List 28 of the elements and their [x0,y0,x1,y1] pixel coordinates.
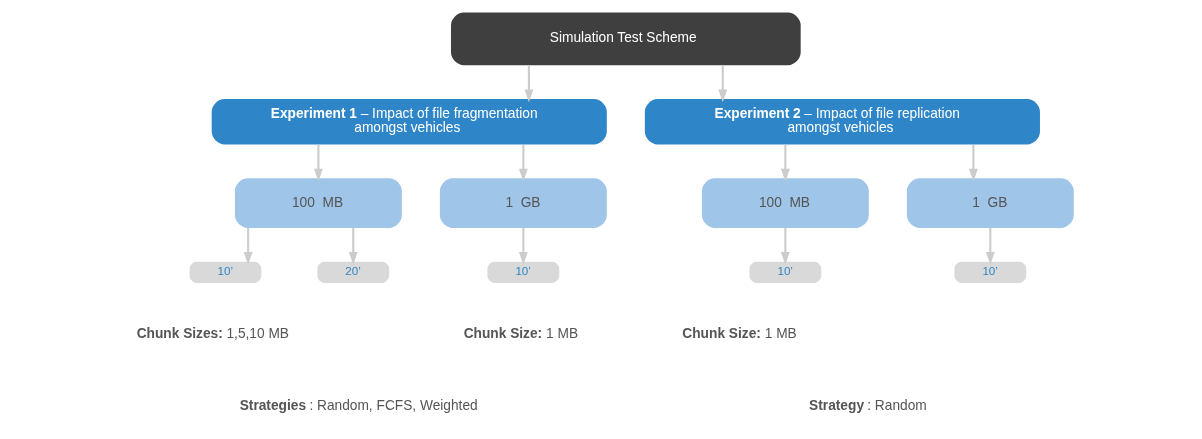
arrow [518,144,528,182]
label: Strategy: Random [809,398,927,414]
arrow [780,228,790,265]
node-box: 10’ [954,261,1027,283]
arrow [985,228,995,265]
arrow [718,65,728,103]
arrow [518,228,528,265]
node-box: 1 GB [439,178,607,228]
node-box: 20’ [317,261,390,283]
node-box: Experiment 1 – Impact of file fragmentation amongst vehicles [211,99,607,145]
node-box: 10’ [189,261,262,283]
node-box: 100 MB [701,178,869,228]
node-box: 100 MB [234,178,402,228]
arrow [968,144,978,182]
label: Strategies: Random, FCFS, Weighted [239,398,478,414]
label: Chunk Size: 1 MB [682,326,797,342]
label: Chunk Sizes: 1,5,10 MB [136,326,290,342]
node-box: Experiment 2 – Impact of file replication amongst vehicles [644,99,1040,145]
arrow [524,65,534,103]
node-box: Simulation Test Scheme [451,12,801,66]
label: Chunk Size: 1 MB [463,326,579,342]
node-box: 1 GB [906,178,1074,228]
arrow [780,144,790,182]
node-box: 10’ [749,261,822,283]
arrow [348,228,358,265]
arrow [313,144,323,182]
arrow [243,228,253,265]
node-box: 10’ [487,261,560,283]
